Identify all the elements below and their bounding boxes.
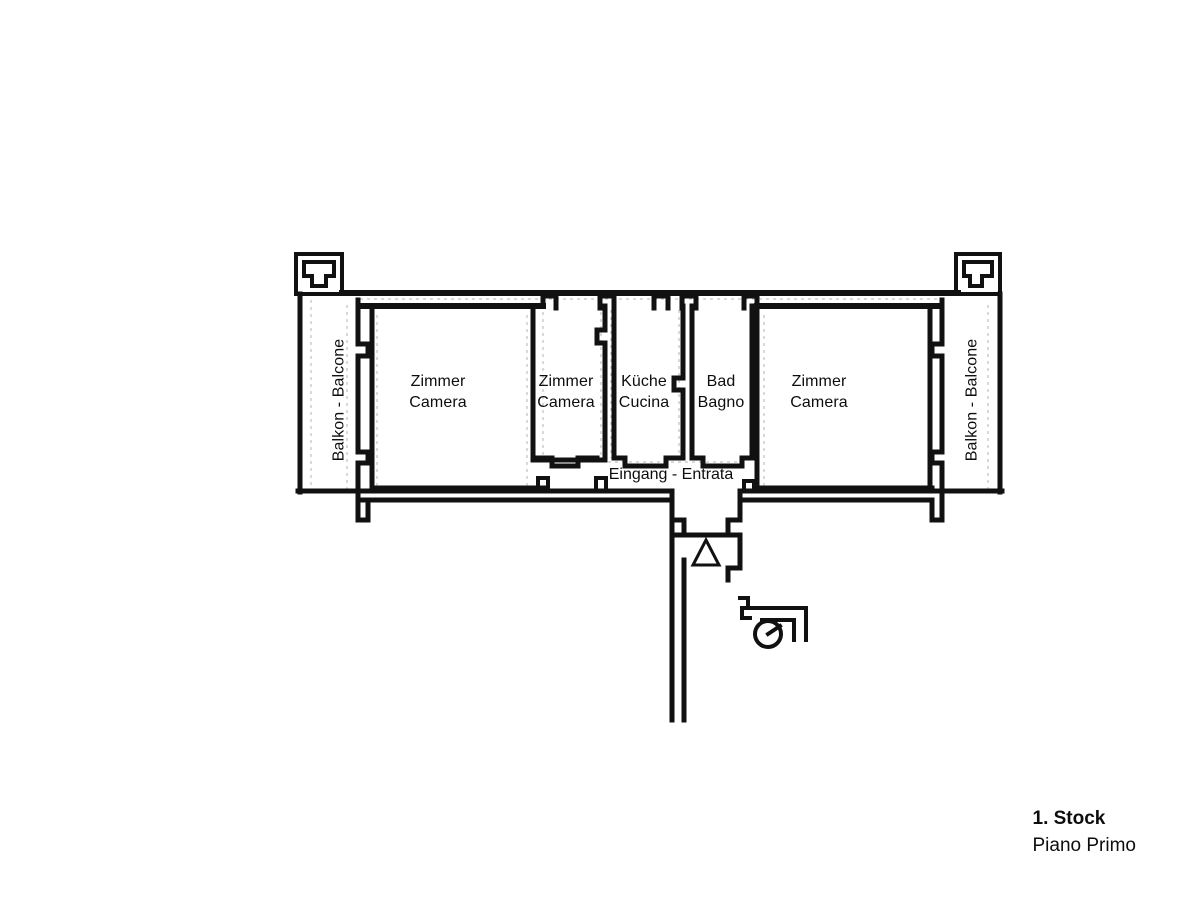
room-name-de: Zimmer <box>410 373 466 391</box>
stair-detail-partial <box>738 596 808 649</box>
balcony-right-text: Balkon - Balcone <box>963 338 981 462</box>
room-name-de: Küche <box>621 373 667 391</box>
entrance-text: Eingang - Entrata <box>608 466 734 483</box>
room-name-it: Cucina <box>618 394 670 411</box>
floor-caption-italian: Piano Primo <box>1032 835 1137 857</box>
top-exterior-wall <box>339 290 961 309</box>
room-label-zimmer-camera-left: Zimmer Camera <box>409 372 467 414</box>
room-label-kitchen: Küche Cucina <box>619 372 669 414</box>
wall-layer <box>294 252 1005 723</box>
top-wall-window-reveals <box>540 293 760 311</box>
door-swing-triangle <box>690 536 722 567</box>
bathroom-walls <box>689 303 755 469</box>
wall-nibs <box>536 476 756 493</box>
chimney-flue-right <box>954 252 1002 296</box>
kitchen-walls <box>611 303 686 469</box>
room-label-balcony-right: Balkon - Balcone <box>963 339 984 462</box>
room-label-bathroom: Bad Bagno <box>698 372 745 414</box>
floor-caption-german: 1. Stock <box>1032 807 1106 829</box>
corridor-label-entrance: Eingang - Entrata <box>609 466 734 484</box>
chimney-flue-left <box>294 252 344 296</box>
room-name-it: Camera <box>537 394 595 411</box>
room-label-zimmer-camera-small: Zimmer Camera <box>537 372 595 414</box>
room-name-de: Zimmer <box>538 373 594 391</box>
room-left-large-walls <box>369 303 548 494</box>
room-name-it: Bagno <box>697 394 745 411</box>
room-label-zimmer-camera-right: Zimmer Camera <box>790 372 848 414</box>
floor-caption: 1. Stock Piano Primo <box>1033 805 1137 860</box>
room-label-balcony-left: Balkon - Balcone <box>330 339 351 462</box>
balcony-left-text: Balkon - Balcone <box>330 338 348 462</box>
room-name-it: Camera <box>409 394 467 411</box>
room-name-de: Bad <box>706 373 736 391</box>
room-right-large-walls <box>754 303 935 494</box>
corridor-and-lower-walls <box>355 457 945 723</box>
room-name-it: Camera <box>790 394 848 411</box>
room-name-de: Zimmer <box>791 373 847 391</box>
